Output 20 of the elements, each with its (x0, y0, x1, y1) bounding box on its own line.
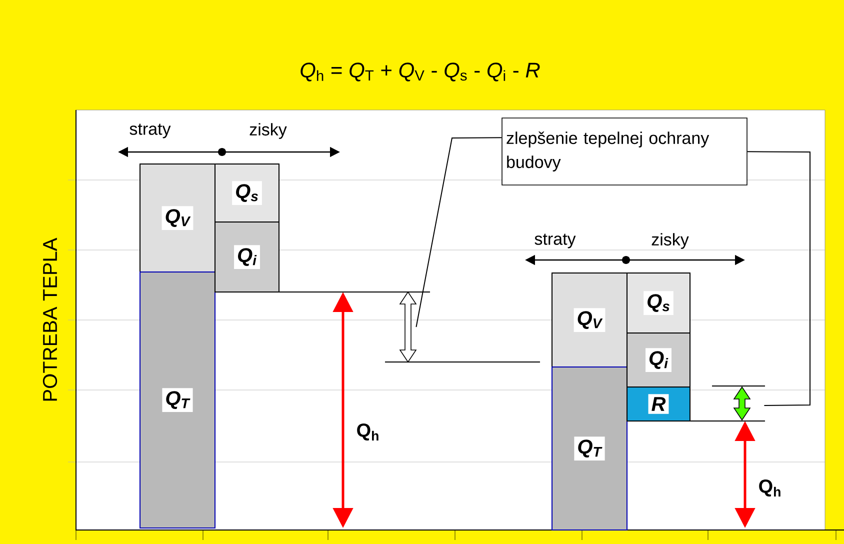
title-formula: Q$_{h}$ = Q$_{T}$ + Q$_{V}$ - Q$_{s}$ - Q$_{i}$ - R (300, 62, 540, 82)
bar-segment: Q$_{V}$ (140, 164, 216, 272)
bar-segment: Q$_{i}$ (214, 222, 280, 292)
bar-segment: Q$_{T}$ (552, 366, 628, 530)
callout-box: zlepšenie tepelnej ochrany budovy (502, 118, 748, 186)
leader-line (746, 151, 810, 406)
bar-segment: Q$_{s}$ (214, 164, 280, 222)
dimension-label: Q$_{h}$ (357, 424, 378, 440)
direction-label: straty (130, 124, 171, 138)
direction-label: zisky (250, 123, 287, 139)
bar-segment: Q$_{T}$ (140, 272, 216, 528)
bar-segment: Q$_{i}$ (626, 332, 690, 388)
bar-segment: Q$_{V}$ (552, 272, 628, 368)
axis-label: POTREBA TEPLA (42, 238, 58, 401)
direction-label: zisky (652, 233, 689, 249)
bar-segment: Q$_{s}$ (626, 272, 690, 334)
dimension-label: Q$_{h}$ (759, 480, 780, 496)
leader-line (416, 137, 502, 328)
bar-segment: R (626, 386, 690, 422)
direction-label: straty (534, 234, 576, 248)
